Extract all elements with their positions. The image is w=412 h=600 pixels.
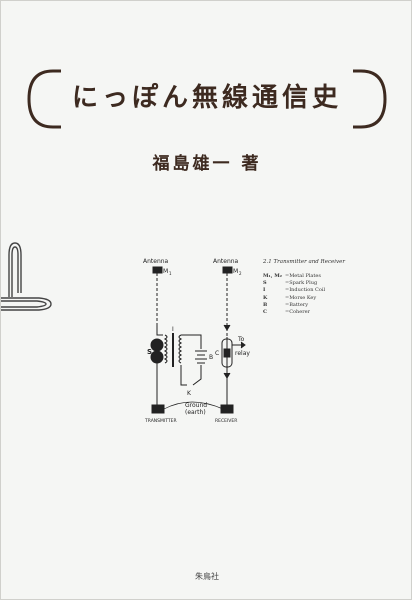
label-b: B <box>209 354 213 361</box>
legend-row: S =Spark Plug <box>263 280 383 287</box>
label-c: C <box>215 350 219 357</box>
legend-value: =Induction Coil <box>285 287 326 294</box>
label-relay: relay <box>235 350 250 357</box>
vacuum-tube-icon <box>1 242 52 311</box>
circuit-diagram: Antenna M 1 Antenna M 2 I S B K C To rel… <box>143 258 250 424</box>
legend-key: I <box>263 287 266 294</box>
legend-key: K <box>263 294 268 301</box>
label-receiver: RECEIVER <box>215 418 237 424</box>
legend-row: I =Induction Coil <box>263 287 383 294</box>
legend-row: K =Morse Key <box>263 295 383 302</box>
label-ground: Ground <box>185 402 207 409</box>
legend-key: S <box>263 280 267 287</box>
legend-value: =Battery <box>285 301 309 308</box>
diagram-legend: 2.1 Transmitter and Receiver M₁, M₂ =Met… <box>263 259 383 316</box>
legend-key: B <box>263 301 268 308</box>
label-antenna-right: Antenna <box>213 258 239 265</box>
label-m1: M <box>163 268 168 275</box>
author-name: 福島雄一 著 <box>152 154 262 174</box>
label-antenna-left: Antenna <box>143 258 169 265</box>
label-transmitter: TRANSMITTER <box>144 418 177 424</box>
legend-value: =Coherer <box>285 309 310 316</box>
title-brackets <box>27 69 387 129</box>
legend-value: =Morse Key <box>285 294 317 301</box>
publisher-name: 朱鳥社 <box>195 572 219 581</box>
label-k: K <box>187 390 192 397</box>
legend-value: =Metal Plates <box>285 273 321 279</box>
book-title: にっぽん無線通信史 <box>71 83 342 113</box>
label-m1-sub: 1 <box>169 271 172 276</box>
label-to: To <box>237 336 245 343</box>
legend-value: =Spark Plug <box>285 280 318 287</box>
legend-key: M₁, M₂ <box>263 273 282 279</box>
label-s: S <box>147 348 152 356</box>
legend-title: 2.1 Transmitter and Receiver <box>263 259 346 265</box>
legend-row: M₁, M₂ =Metal Plates <box>263 273 383 280</box>
title-block: にっぽん無線通信史 <box>27 69 387 129</box>
legend-row: B =Battery <box>263 302 383 309</box>
legend-row: C =Coherer <box>263 309 383 316</box>
label-earth: (earth) <box>185 409 206 416</box>
label-i: I <box>172 326 174 333</box>
label-m2: M <box>233 268 238 275</box>
legend-key: C <box>263 309 267 316</box>
label-m2-sub: 2 <box>239 271 242 276</box>
